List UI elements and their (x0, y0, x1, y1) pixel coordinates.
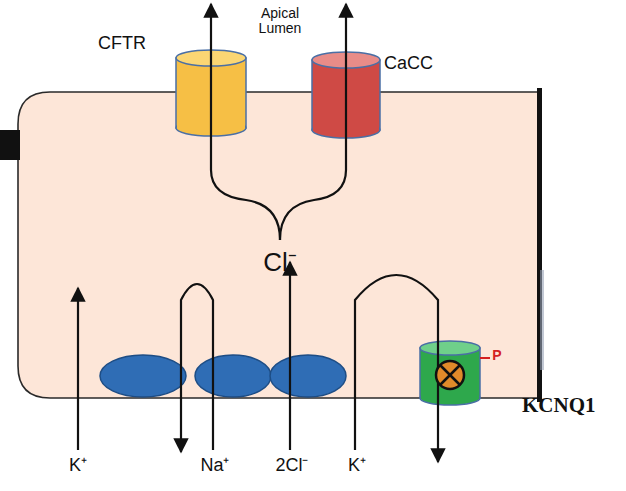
ion-label: K⁺ (69, 456, 87, 476)
ion-label: Cl⁻ (263, 248, 297, 277)
cftr-channel-node: CFTR (98, 30, 248, 130)
cacc-channel-node: CaCC (310, 50, 440, 132)
kcnq1-channel-node: KCNQ1 (418, 338, 624, 428)
kcnq1-channel (420, 341, 490, 405)
ion-label: 2Cl⁻ (275, 456, 308, 476)
transport-arrows (78, 4, 438, 462)
cell-body (18, 92, 540, 398)
ion-label: K⁺ (348, 456, 366, 476)
neighbour-edge (540, 270, 544, 370)
cotransporter-oval (270, 355, 346, 397)
channel-name: CaCC (384, 54, 433, 74)
tight-junction (0, 130, 20, 160)
phospho-label: P (492, 348, 501, 363)
pump-oval (100, 355, 186, 397)
channel-blocker (436, 361, 464, 389)
cotransporter-oval (195, 355, 271, 397)
lumen-label: Apical Lumen (250, 6, 310, 37)
ion-label: Na⁺ (200, 456, 229, 476)
channel-name: CFTR (98, 34, 146, 54)
channel-name: KCNQ1 (522, 394, 596, 417)
